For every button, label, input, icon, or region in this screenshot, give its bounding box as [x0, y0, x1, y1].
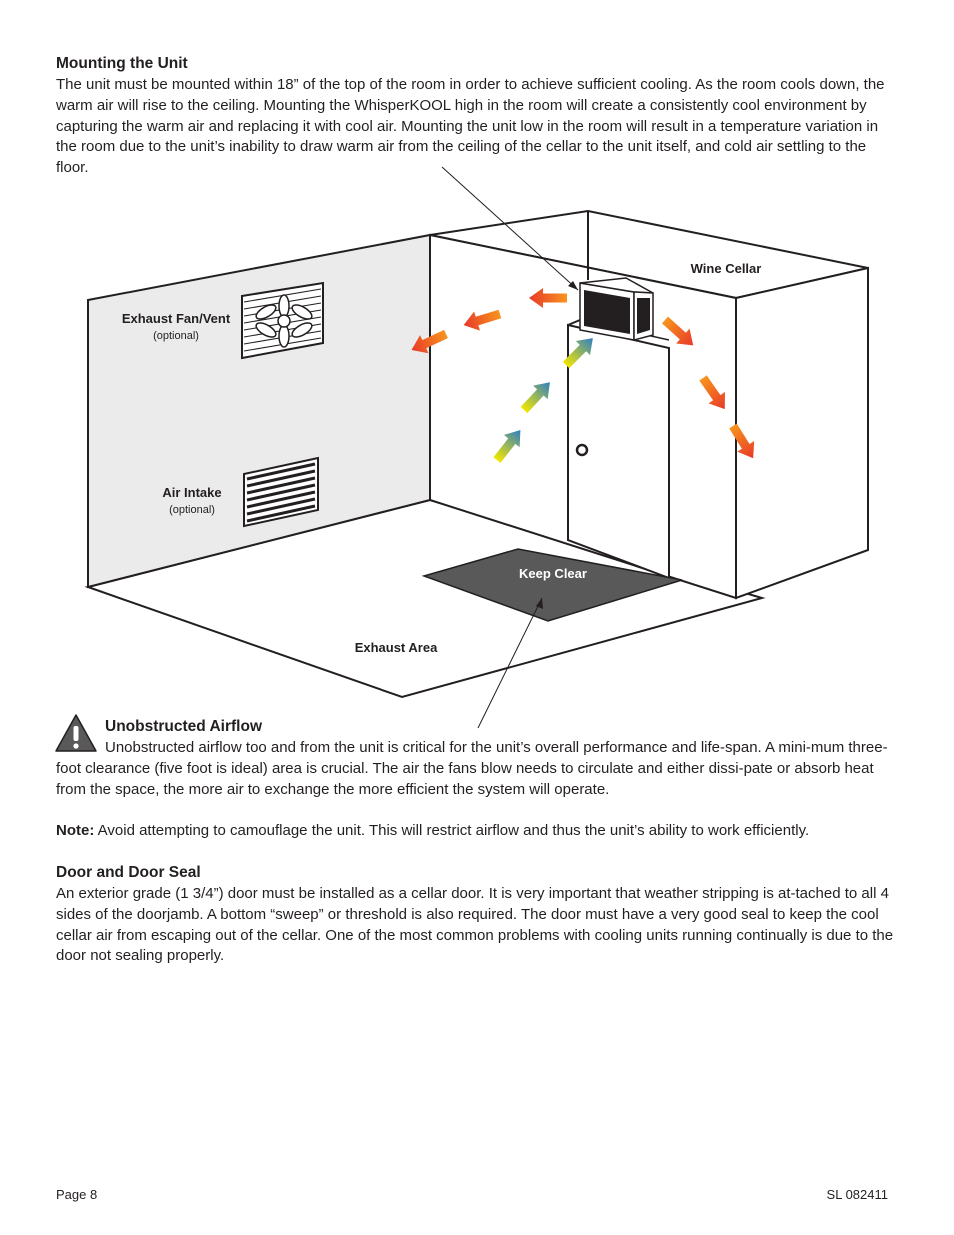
- door-paragraph: An exterior grade (1 3/4”) door must be …: [56, 885, 894, 965]
- exhaust-area-label: Exhaust Area: [355, 640, 438, 655]
- airflow-heading: Unobstructed Airflow: [105, 718, 263, 735]
- note-label: Note:: [56, 822, 95, 839]
- note-paragraph: Note: Avoid attempting to camouflage the…: [56, 821, 894, 842]
- keep-clear-label: Keep Clear: [519, 566, 587, 581]
- unit-pointer-line: [441, 166, 579, 291]
- wine-cellar-diagram: Wine Cellar Exhaust Fan/Vent (optional) …: [84, 166, 869, 729]
- exhaust-fan-vent: [241, 281, 324, 360]
- mounting-paragraph: The unit must be mounted within 18” of t…: [56, 76, 885, 177]
- keep-clear-area: [421, 548, 683, 622]
- page-number: Page 8: [56, 1187, 98, 1202]
- air-intake-note: (optional): [169, 504, 215, 516]
- mounting-heading: Mounting the Unit: [56, 55, 188, 72]
- wine-cellar-label: Wine Cellar: [691, 261, 762, 276]
- air-intake-vent: [243, 456, 319, 528]
- exhaust-fan-note: (optional): [153, 330, 199, 342]
- exhaust-fan-label: Exhaust Fan/Vent: [122, 311, 231, 326]
- warning-icon: [55, 714, 97, 752]
- air-intake-label: Air Intake: [162, 485, 221, 500]
- door-heading: Door and Door Seal: [56, 864, 201, 881]
- cooling-unit: [579, 277, 654, 341]
- right-wall: [735, 266, 869, 600]
- clearance-pointer-line: [477, 597, 543, 729]
- door-knob: [575, 443, 589, 457]
- note-text: Avoid attempting to camouflage the unit.…: [94, 822, 810, 839]
- airflow-paragraph: Unobstructed airflow too and from the un…: [56, 739, 888, 798]
- document-code: SL 082411: [826, 1187, 888, 1202]
